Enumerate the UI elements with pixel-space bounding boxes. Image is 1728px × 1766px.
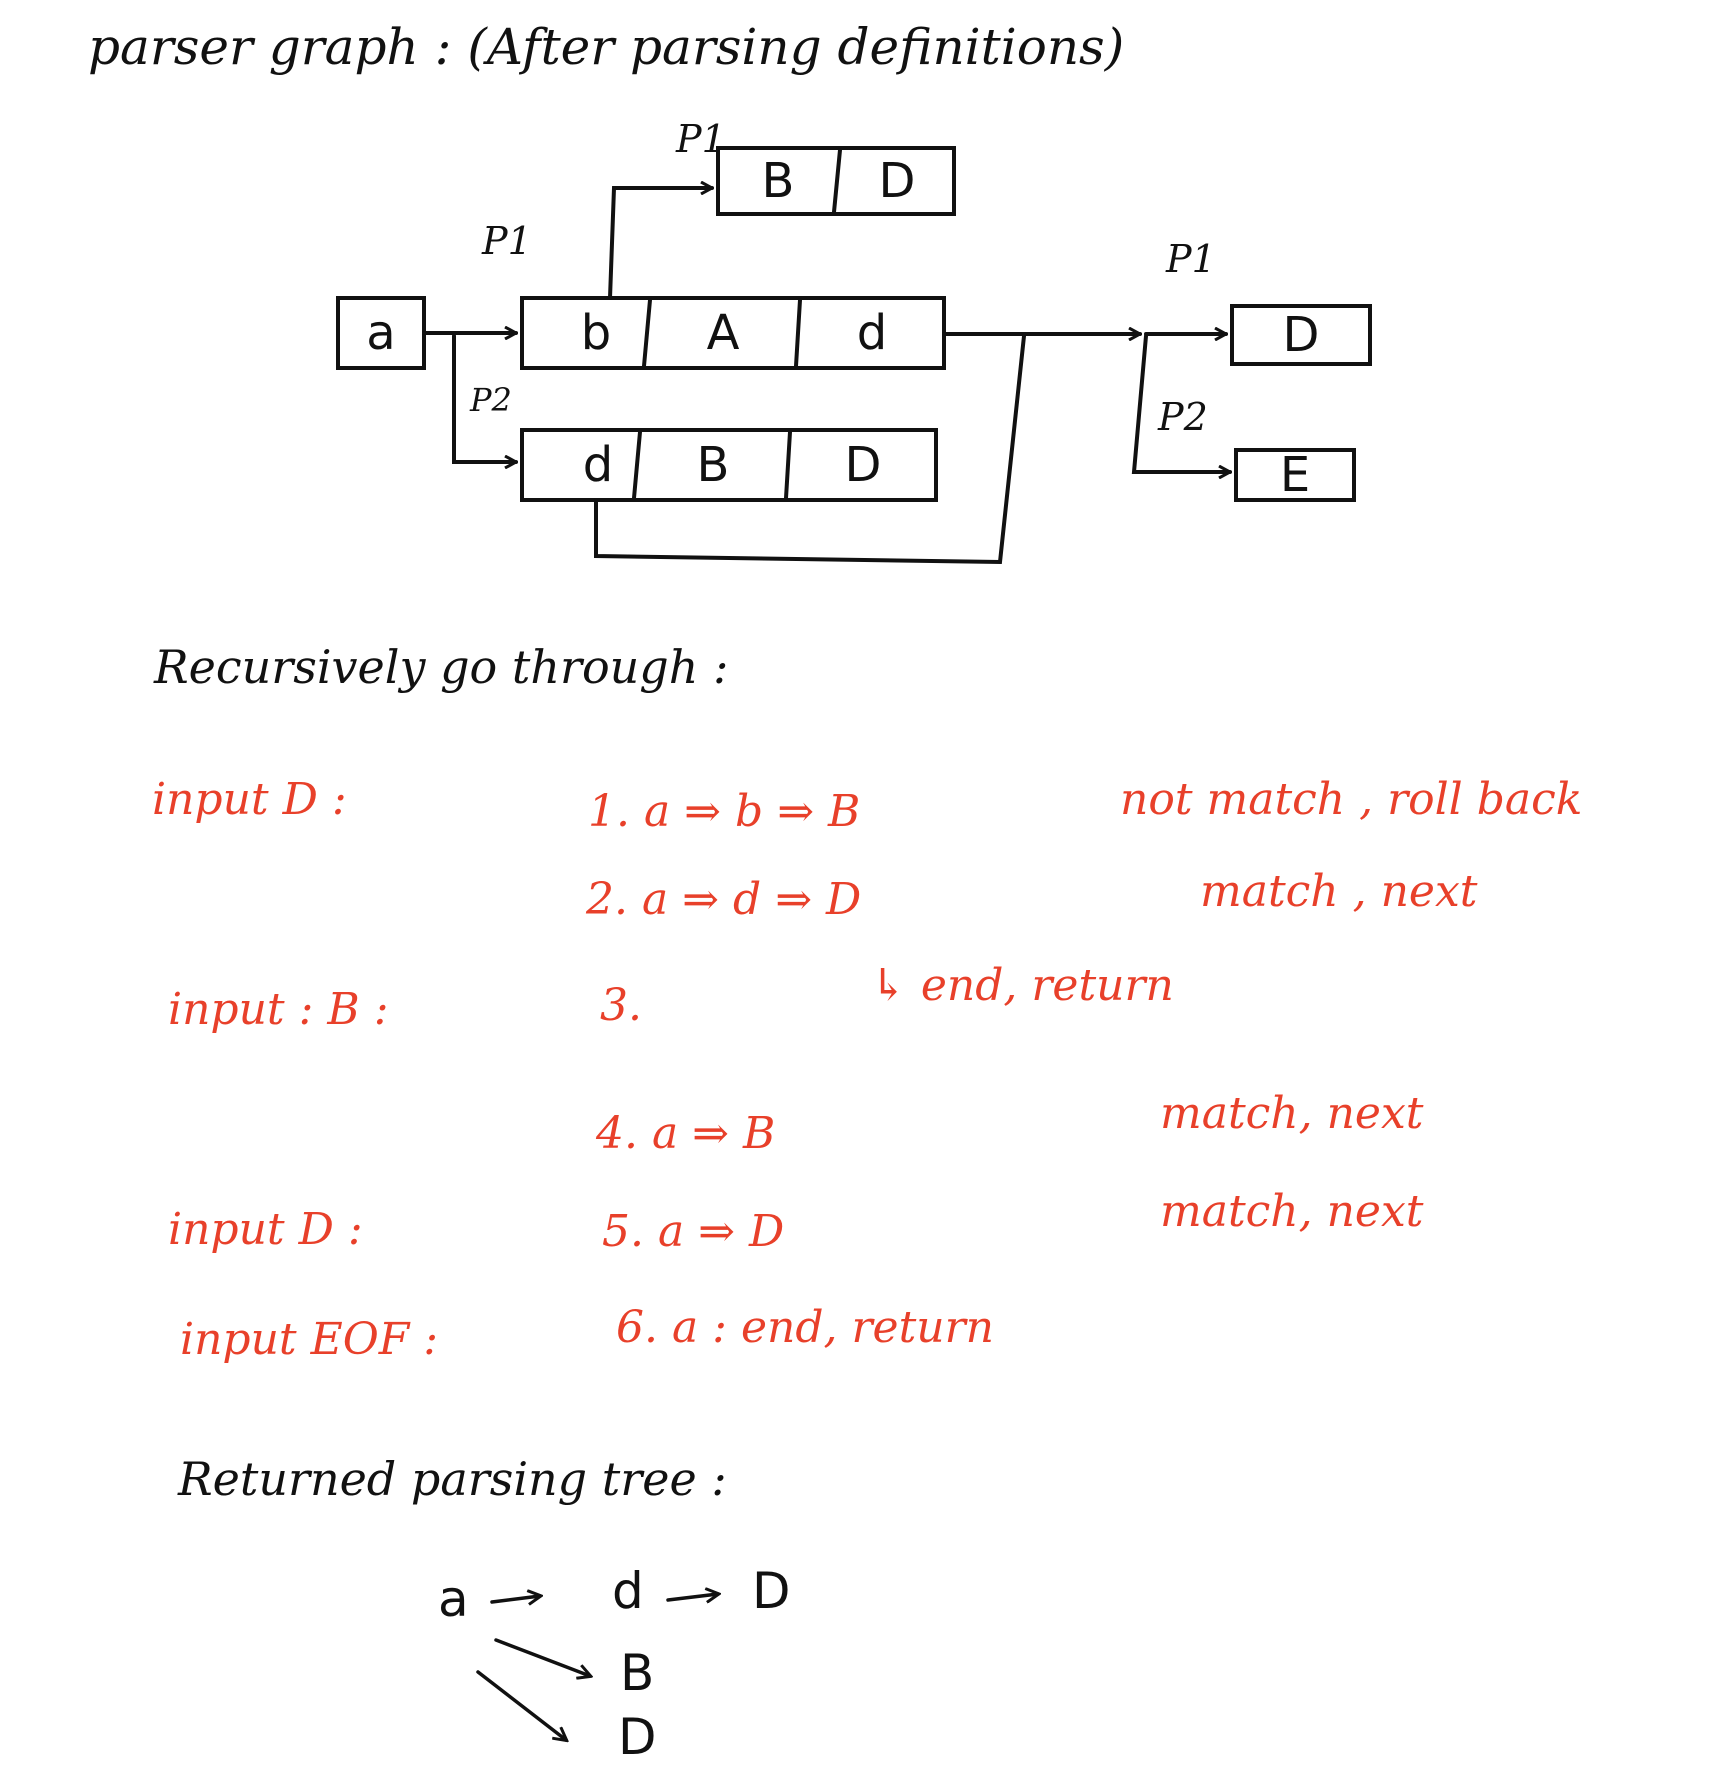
right-d-label: D [1282,307,1320,363]
tree-child-D: D [618,1708,657,1766]
sub-p1-path-box [716,146,956,216]
row-1-step: 1. a ⇒ b ⇒ B [588,786,861,837]
tree-arrow-d-D [666,1594,718,1600]
p1-label: P1 [482,219,532,263]
sub-p1-label: P1 [676,117,726,161]
tree-child-d: d [612,1562,644,1620]
recursion-heading: Recursively go through : [154,640,729,694]
row-5-result: match, next [1160,1186,1424,1237]
tree-arrow-root-D [476,1670,566,1740]
tree-child-B: B [620,1644,655,1702]
row-1-result: not match , roll back [1120,774,1583,825]
p2-path-box [520,428,938,502]
right-p2-label: P2 [1158,395,1208,439]
right-e-box [1234,448,1356,502]
row-2-result: match , next [1200,866,1478,917]
row-3-result: ↳ end, return [870,960,1174,1011]
row-5-input: input D : [168,1204,363,1255]
p2-cell-3: D [844,437,882,493]
page-title: parser graph : (After parsing definition… [88,18,1125,76]
p2-cell-1: d [582,437,614,493]
sub-p1-cell-2: D [878,153,916,209]
right-p1-label: P1 [1166,237,1216,281]
row-4-result: match, next [1160,1088,1424,1139]
p2-cell-2: B [696,437,730,493]
tree-arrow-root-B [494,1638,590,1676]
row-6-input: input EOF : [180,1314,439,1365]
row-5-step: 5. a ⇒ D [602,1206,785,1257]
tree-heading: Returned parsing tree : [178,1452,727,1506]
row-3-step: 3. [600,980,642,1031]
p1-cell-3: d [856,305,888,361]
sub-p1-cell-1: B [761,153,795,209]
right-e-label: E [1279,447,1311,503]
tree-grandchild-D: D [752,1562,791,1620]
row-2-step: 2. a ⇒ d ⇒ D [586,874,862,925]
row-6-step: 6. a : end, return [616,1302,994,1353]
p1-cell-2: A [706,305,740,361]
row-1-input: input D : [152,774,347,825]
tree-root: a [438,1570,469,1628]
p2-label: P2 [470,381,512,419]
row-4-step: 4. a ⇒ B [596,1108,776,1159]
start-node-label: a [366,305,396,361]
row-3-input: input : B : [168,984,389,1035]
tree-arrow-root-d [490,1596,540,1602]
p1-cell-1: b [580,305,612,361]
right-d-box [1230,304,1372,366]
